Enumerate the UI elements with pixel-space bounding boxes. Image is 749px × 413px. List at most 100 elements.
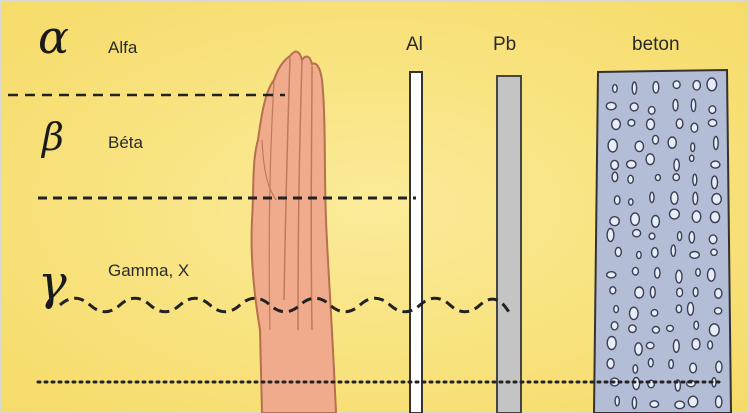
concrete-pebble [652,248,658,258]
concrete-pebble [628,175,633,183]
concrete-pebble [693,174,697,185]
concrete-pebble [715,289,722,299]
concrete-pebble [630,103,638,111]
concrete-pebble [690,252,699,259]
concrete-pebble [691,143,695,152]
concrete-pebble [650,192,654,202]
concrete-block-icon [594,70,731,413]
alpha-label: Alfa [108,38,137,58]
concrete-pebble [614,306,619,313]
concrete-pebble [614,196,620,205]
aluminium-plate [410,72,422,413]
concrete-pebble [693,81,700,90]
concrete-pebble [674,159,679,171]
concrete-pebble [652,216,660,228]
concrete-pebble [676,119,683,128]
concrete-pebble [714,137,719,150]
concrete-pebble [673,99,678,110]
concrete-pebble [694,321,699,329]
concrete-pebble [671,192,678,204]
concrete-pebble [610,287,616,294]
concrete-pebble [632,267,638,275]
concrete-pebble [711,249,717,255]
concrete-pebble [632,82,636,94]
concrete-pebble [629,325,636,333]
concrete-pebble [608,139,617,152]
concrete-pebble [712,194,721,205]
concrete-label: beton [632,34,680,56]
concrete-pebble [690,363,697,373]
concrete-pebble [628,120,635,127]
concrete-pebble [655,175,660,181]
concrete-pebble [627,160,636,168]
concrete-pebble [715,308,722,314]
concrete-pebble [652,327,659,334]
lead-plate [497,76,521,413]
concrete-pebble [633,365,638,373]
concrete-pebble [607,359,614,369]
concrete-pebble [673,340,679,353]
gamma-symbol: γ [38,255,67,311]
concrete-pebble [692,339,700,350]
concrete-pebble [646,342,654,348]
concrete-pebble [637,251,642,258]
concrete-pebble [648,359,653,367]
lead-label: Pb [493,34,516,56]
concrete-pebble [649,233,655,239]
concrete-pebble [653,135,659,144]
concrete-pebble [711,161,720,168]
concrete-pebble [708,341,713,349]
concrete-pebble [688,396,697,407]
concrete-pebble [678,232,682,241]
concrete-pebble [716,396,722,408]
concrete-pebble [611,322,618,330]
concrete-pebble [710,212,719,223]
concrete-pebble [673,174,679,181]
concrete-pebble [650,401,659,408]
concrete-pebble [629,199,633,205]
concrete-pebble [693,192,698,204]
concrete-pebble [646,154,654,165]
beta-symbol: β [42,115,64,159]
concrete-pebble [613,85,618,93]
gamma-label: Gamma, X [108,261,189,281]
concrete-pebble [707,78,717,91]
concrete-pebble [611,160,619,169]
concrete-pebble [690,155,694,161]
concrete-pebble [651,310,658,317]
concrete-pebble [677,288,683,296]
aluminium-label: Al [406,34,423,56]
concrete-pebble [696,269,701,276]
concrete-pebble [676,305,681,313]
concrete-pebble [607,229,614,242]
alpha-symbol: α [38,10,69,64]
concrete-pebble [670,209,680,219]
concrete-pebble [671,245,675,256]
concrete-pebble [709,324,719,336]
concrete-pebble [632,397,636,409]
concrete-pebble [631,213,640,225]
concrete-pebble [635,141,643,151]
concrete-pebble [635,287,644,298]
concrete-pebble [668,137,676,148]
concrete-pebble [693,288,698,297]
concrete-pebble [607,337,616,350]
concrete-pebble [689,232,694,243]
concrete-pebble [675,401,685,409]
concrete-pebble [633,230,641,237]
concrete-pebble [708,119,716,126]
concrete-pebble [655,268,660,278]
concrete-pebble [612,119,621,130]
concrete-pebble [709,106,716,114]
concrete-pebble [650,287,655,298]
concrete-pebble [615,247,621,256]
concrete-pebble [635,343,642,355]
concrete-pebble [653,82,659,93]
concrete-pebble [630,307,639,319]
concrete-pebble [716,361,722,372]
concrete-pebble [692,211,701,222]
concrete-pebble [709,235,717,244]
concrete-pebble [669,360,674,369]
